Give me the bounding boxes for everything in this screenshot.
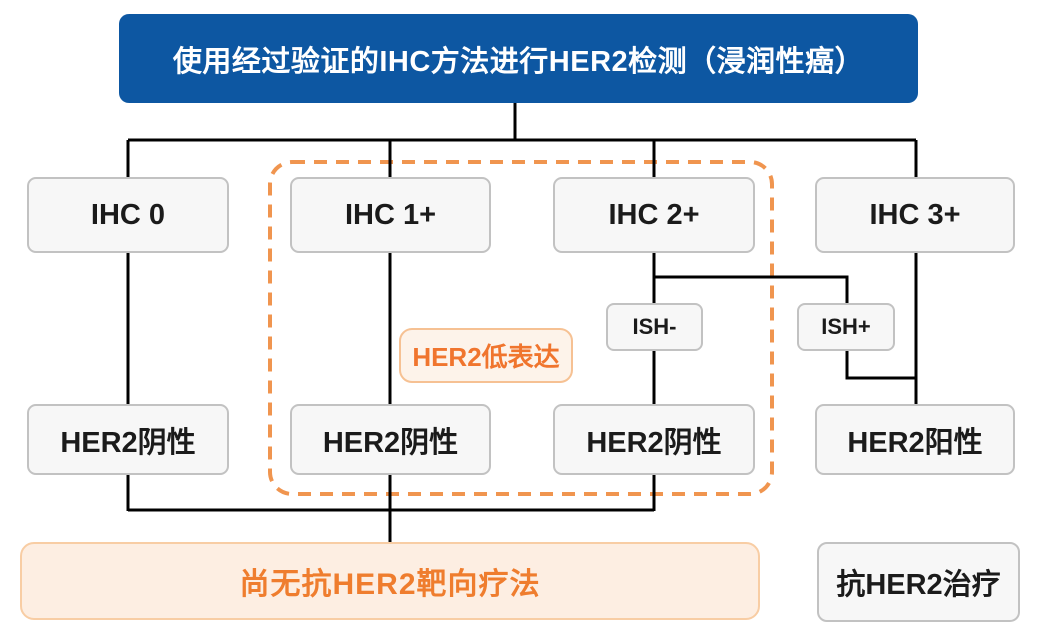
node-her2-negative-1: HER2阴性 [27,404,229,475]
node-ihc-3plus-label: IHC 3+ [869,198,961,231]
node-ihc-0-label: IHC 0 [90,198,166,231]
title-banner: 使用经过验证的IHC方法进行HER2检测（浸润性癌） [119,14,918,103]
node-her2-negative-2-label: HER2阴性 [322,426,459,459]
node-ihc-0: IHC 0 [27,177,229,253]
node-her2-negative-2: HER2阴性 [290,404,491,475]
node-her2-positive-label: HER2阳性 [847,426,983,459]
node-ihc-3plus: IHC 3+ [815,177,1015,253]
box-anti-her2-therapy: 抗HER2治疗 [817,542,1020,622]
node-ihc-2plus: IHC 2+ [553,177,755,253]
node-her2-negative-3: HER2阴性 [553,404,755,475]
label-her2-low-expression: HER2低表达 [399,328,573,383]
node-ihc-1plus: IHC 1+ [290,177,491,253]
node-her2-negative-3-label: HER2阴性 [586,426,722,459]
node-ish-positive-label: ISH+ [821,314,871,339]
title-banner-label: 使用经过验证的IHC方法进行HER2检测（浸润性癌） [172,45,865,78]
node-ihc-1plus-label: IHC 1+ [344,198,437,231]
node-ihc-2plus-label: IHC 2+ [608,198,700,231]
node-ish-positive: ISH+ [797,303,895,351]
node-her2-negative-1-label: HER2阴性 [60,426,196,459]
box-no-anti-her2-therapy: 尚无抗HER2靶向疗法 [20,542,760,620]
node-her2-positive: HER2阳性 [815,404,1015,475]
dashed-her2-low-group [268,160,774,496]
node-ish-negative-label: ISH- [632,314,677,339]
box-anti-her2-therapy-label: 抗HER2治疗 [836,569,1001,601]
node-ish-negative: ISH- [606,303,703,351]
label-her2-low-expression-text: HER2低表达 [412,342,560,372]
box-no-anti-her2-therapy-label: 尚无抗HER2靶向疗法 [239,568,541,601]
